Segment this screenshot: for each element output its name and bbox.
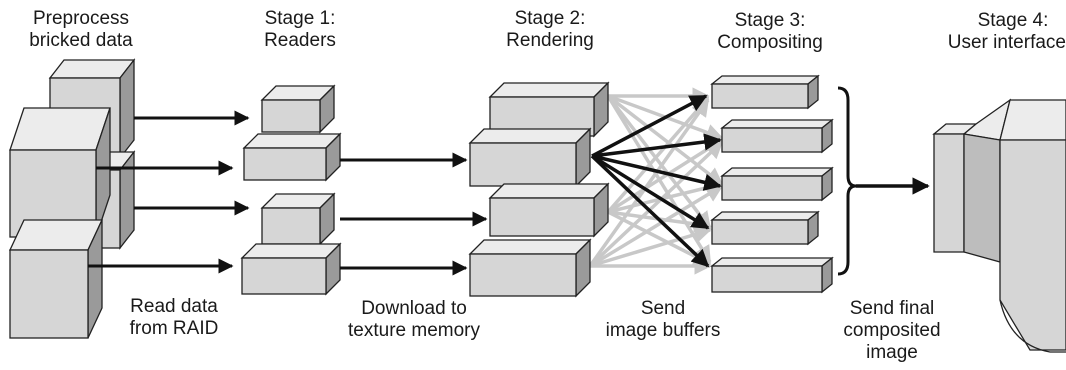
read-data-label-line1: Read data <box>130 296 218 317</box>
stage3-label: Stage 3: Compositing <box>705 10 835 54</box>
stage1-label-line1: Stage 1: <box>264 8 336 29</box>
stage2-label: Stage 2: Rendering <box>495 8 605 52</box>
stage4-label-line2: User interface <box>947 32 1066 53</box>
reader-boxes <box>240 84 342 296</box>
send-buffers-label-line2: image buffers <box>605 320 721 341</box>
preprocess-label-line2: bricked data <box>29 30 133 51</box>
light-arrows <box>588 87 724 275</box>
render-box-4 <box>468 238 592 298</box>
send-final-label-line1: Send final <box>849 298 935 319</box>
brick-front-bottom <box>8 219 104 339</box>
composite-box-4 <box>710 210 820 246</box>
send-final-label-line3: image <box>866 342 918 363</box>
download-arrows <box>340 152 488 276</box>
download-label-line2: texture memory <box>348 320 480 341</box>
stage4-label: Stage 4: User interface <box>918 10 1066 54</box>
render-box-2 <box>468 127 592 188</box>
reader-box-2 <box>242 132 342 182</box>
stage3-label-line2: Compositing <box>717 32 823 53</box>
preprocess-label: Preprocess bricked data <box>16 8 146 52</box>
stage4-label-line1: Stage 4: <box>977 10 1049 31</box>
stage2-label-line2: Rendering <box>506 30 594 51</box>
send-buffers-label: Send image buffers <box>588 298 738 342</box>
send-final-label: Send final composited image <box>832 298 952 364</box>
brick-front-top <box>9 107 111 238</box>
composite-box-2 <box>720 118 834 154</box>
reader-box-4 <box>240 242 342 296</box>
composite-box-3 <box>720 166 834 202</box>
stage3-label-line1: Stage 3: <box>734 10 806 31</box>
composite-box-5 <box>710 256 834 294</box>
dark-fan-arrows <box>590 94 722 268</box>
reader-box-3 <box>260 192 336 246</box>
preprocess-label-line1: Preprocess <box>32 8 130 29</box>
send-final-label-line2: composited <box>843 320 941 341</box>
stage2-label-line1: Stage 2: <box>514 8 586 29</box>
composite-box-1 <box>710 74 820 110</box>
read-data-label: Read data from RAID <box>114 296 234 340</box>
read-data-label-line2: from RAID <box>129 318 219 339</box>
stage1-label: Stage 1: Readers <box>250 8 350 52</box>
monitor-icon <box>932 98 1066 353</box>
download-label-line1: Download to <box>361 298 467 319</box>
download-label: Download to texture memory <box>334 298 494 342</box>
stage1-label-line2: Readers <box>264 30 336 51</box>
bricked-data-stack <box>8 58 136 339</box>
render-boxes <box>468 81 610 298</box>
composite-boxes <box>710 74 834 294</box>
render-box-3 <box>488 182 610 238</box>
read-arrows <box>88 110 250 274</box>
composite-bracket <box>837 86 857 276</box>
reader-box-1 <box>260 84 336 134</box>
send-buffers-label-line1: Send <box>640 298 686 319</box>
